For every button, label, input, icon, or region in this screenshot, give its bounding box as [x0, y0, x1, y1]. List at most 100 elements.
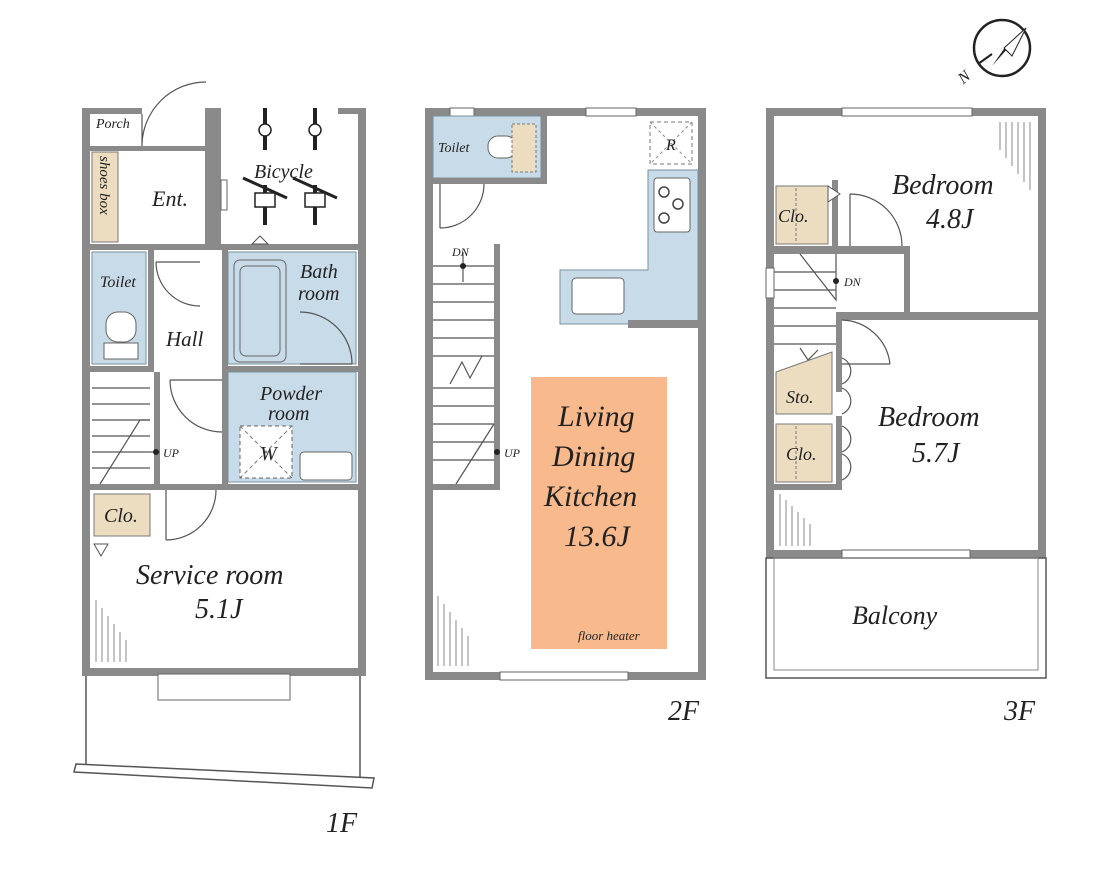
balcony-label: Balcony: [852, 601, 938, 630]
shoes-box-label: shoes box: [96, 156, 112, 215]
floor-2f: [425, 107, 706, 681]
window: [499, 671, 629, 681]
wall: [82, 108, 142, 114]
wall: [82, 108, 90, 675]
closet-label-3f-top: Clo.: [778, 206, 809, 226]
dn-label-3f: DN: [843, 275, 862, 289]
toilet-tank-icon: [103, 342, 139, 360]
closet-door: [841, 425, 852, 481]
hatch-corner: [95, 600, 127, 662]
compass-label: N: [954, 67, 975, 88]
bath-door: [299, 311, 353, 365]
wall: [1038, 108, 1046, 558]
toilet-bowl-icon: [105, 311, 137, 343]
wall: [222, 366, 358, 372]
bath-label-1: Bath: [300, 261, 338, 283]
wall: [541, 116, 547, 184]
wall: [832, 180, 838, 246]
floor-label-2f: 2F: [668, 696, 700, 727]
wall: [494, 244, 500, 490]
north-arrow-icon: [972, 18, 1032, 78]
wall: [154, 484, 358, 490]
wall: [774, 246, 904, 254]
service-room-label: Service room: [136, 560, 283, 591]
up-label: UP: [163, 446, 180, 460]
wall: [358, 108, 366, 675]
ldk-label-4: 13.6J: [564, 520, 632, 553]
shoes-box: [91, 151, 119, 243]
floor-label-3f: 3F: [1003, 696, 1036, 727]
porch-label: Porch: [95, 117, 130, 132]
stairs: [765, 253, 839, 361]
bedroom2-size: 5.7J: [912, 438, 961, 469]
hall-label: Hall: [165, 327, 204, 351]
storage: [775, 351, 833, 415]
wall: [82, 668, 366, 676]
wall: [90, 146, 215, 151]
powder-label-1: Powder: [259, 383, 322, 405]
closet-label: Clo.: [104, 505, 138, 527]
stove-icon: [653, 177, 691, 233]
wall: [774, 484, 842, 490]
ldk-label-3: Kitchen: [543, 480, 637, 513]
entrance-label: Ent.: [151, 186, 188, 211]
wall: [766, 108, 774, 558]
toilet-label: Toilet: [100, 274, 136, 291]
hatch-corner: [779, 122, 1031, 546]
wall: [205, 108, 221, 248]
wall: [698, 108, 706, 680]
service-room-size: 5.1J: [195, 594, 244, 625]
stairs: [92, 387, 160, 485]
stairs: [433, 252, 500, 485]
porch-door: [141, 81, 207, 147]
washer-label: W: [260, 443, 279, 465]
window: [220, 179, 228, 211]
powder-door: [169, 379, 223, 433]
dn-label-2f: DN: [451, 245, 470, 259]
wall: [425, 108, 433, 680]
wall: [836, 312, 1038, 320]
wall: [628, 320, 698, 328]
closet: [93, 493, 151, 537]
floor-3f: [765, 107, 1047, 679]
bedroom2-label: Bedroom: [878, 402, 980, 433]
floor-heater-label: floor heater: [578, 628, 641, 643]
closet-label-3f-bottom: Clo.: [786, 444, 817, 464]
wall: [425, 108, 706, 116]
powder-label-2: room: [268, 403, 309, 425]
floor-heater: [531, 377, 667, 649]
bedroom1-door: [849, 193, 903, 247]
window: [449, 107, 475, 117]
window: [765, 267, 775, 299]
fridge-label: R: [665, 137, 676, 154]
bicycle-icon: [242, 108, 338, 245]
toilet-label-2f: Toilet: [438, 141, 470, 156]
hatch-corner: [437, 596, 469, 666]
floor-label-1f: 1F: [326, 808, 358, 839]
toilet-door: [155, 261, 201, 307]
wall: [433, 178, 547, 184]
sink-icon: [299, 451, 353, 481]
bedroom1-size: 4.8J: [926, 204, 975, 235]
toilet-door: [439, 183, 485, 229]
bicycle-label: Bicycle: [254, 161, 313, 183]
bedroom1-label: Bedroom: [892, 170, 994, 201]
bedroom2-door: [841, 319, 891, 365]
wall: [90, 484, 154, 490]
window: [157, 673, 291, 701]
closet: [775, 185, 829, 245]
window: [585, 107, 637, 117]
wall: [90, 244, 358, 250]
wall: [90, 366, 154, 372]
wall: [338, 108, 366, 114]
wall: [836, 416, 842, 488]
closet-door: [165, 489, 217, 541]
bath-label-2: room: [298, 283, 339, 305]
up-label-2f: UP: [504, 446, 521, 460]
wall: [433, 484, 500, 490]
floor-1f: [73, 81, 375, 789]
storage-label: Sto.: [786, 387, 814, 407]
toilet-tank-icon: [511, 123, 537, 173]
wall: [904, 246, 910, 316]
